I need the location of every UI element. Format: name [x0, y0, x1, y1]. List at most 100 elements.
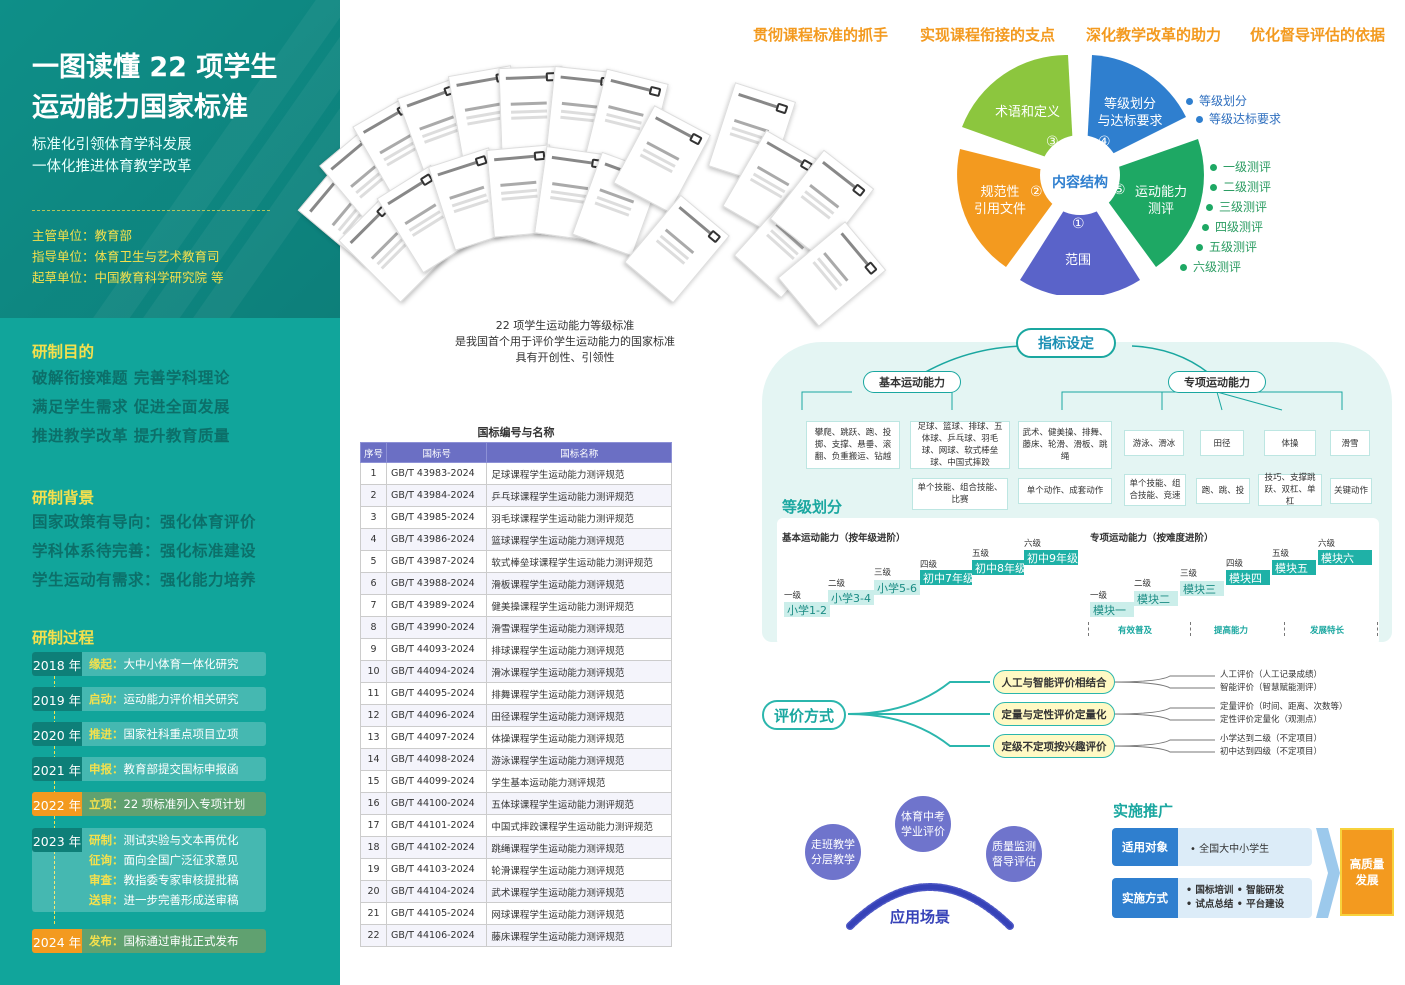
- standard-name: 跳绳课程学生运动能力测评规范: [486, 836, 672, 859]
- indicator-sub-box: 单个技能、组合技能、竞速: [1124, 474, 1186, 506]
- standard-code: GB/T 43987-2024: [385, 550, 488, 573]
- org-guide: 指导单位：体育卫生与艺术教育司: [32, 249, 220, 264]
- standard-name: 游泳课程学生运动能力测评规范: [486, 748, 672, 771]
- pie-center: [1040, 135, 1120, 215]
- purpose-list: 破解衔接难题 完善学科理论 满足学生需求 促进全面发展 推进教学改革 提升教育质…: [32, 369, 230, 445]
- indicator-box: 田径: [1200, 430, 1244, 456]
- row-index: 5: [360, 550, 387, 573]
- implementation-arrow: [1316, 828, 1340, 918]
- pie-num-3: ③: [1046, 134, 1059, 150]
- row-index: 3: [360, 506, 387, 529]
- row-index: 17: [360, 814, 387, 837]
- standard-name: 排舞课程学生运动能力测评规范: [486, 682, 672, 705]
- evaluation-notes-3: 小学达到二级（不定项目）初中达到四级（不定项目）: [1220, 734, 1323, 757]
- phase-label: 提高能力: [1214, 626, 1249, 636]
- indicator-box: 游泳、滑冰: [1124, 430, 1184, 456]
- standard-code: GB/T 44102-2024: [385, 836, 488, 859]
- row-index: 8: [360, 616, 387, 639]
- pie-label-levels: 等级划分 与达标要求: [1097, 97, 1163, 129]
- standard-code: GB/T 43988-2024: [385, 572, 488, 595]
- standard-code: GB/T 44094-2024: [385, 660, 488, 683]
- row-index: 7: [360, 594, 387, 617]
- row-index: 1: [360, 462, 387, 485]
- col-header: 序号: [360, 442, 387, 463]
- standard-code: GB/T 44095-2024: [385, 682, 488, 705]
- testing-sublist: 一级测评 二级测评 三级测评 四级测评 五级测评 六级测评: [1180, 157, 1271, 277]
- subtitle-line1: 标准化引领体育学科发展: [32, 137, 192, 153]
- scenario-title: 应用场景: [890, 908, 951, 926]
- pie-label-references: 规范性 引用文件: [973, 185, 1026, 217]
- indicator-title: 指标设定: [1016, 328, 1116, 358]
- row-index: 19: [360, 858, 387, 881]
- evaluation-method-2: 定量与定性评价定量化: [993, 702, 1115, 726]
- special-level-4: 四级: [1226, 559, 1244, 569]
- phase-bracket: [1088, 622, 1378, 636]
- row-index: 2: [360, 484, 387, 507]
- special-step-2: 模块二: [1134, 591, 1178, 606]
- standard-code: GB/T 44093-2024: [385, 638, 488, 661]
- phase-divider: [1284, 622, 1285, 636]
- phase-divider: [1190, 622, 1191, 636]
- standard-code: GB/T 43990-2024: [385, 616, 488, 639]
- standard-code: GB/T 44104-2024: [385, 880, 488, 903]
- special-level-6: 六级: [1318, 539, 1336, 549]
- standard-name: 乒乓球课程学生运动能力测评规范: [486, 484, 672, 507]
- standard-name: 滑板课程学生运动能力测评规范: [486, 572, 672, 595]
- divider: [32, 210, 270, 211]
- scenario-3: 质量监测 督导评估: [986, 826, 1042, 882]
- basic-levels-title: 基本运动能力（按年级进阶）: [782, 533, 906, 544]
- table-title: 国标编号与名称: [477, 426, 555, 439]
- pie-slice-terms: [962, 55, 1074, 167]
- standard-name: 五体球课程学生运动能力测评规范: [486, 792, 672, 815]
- basic-ability-pill: 基本运动能力: [863, 371, 961, 393]
- pie-num-2: ②: [1030, 184, 1043, 200]
- special-step-6: 模块六: [1318, 550, 1372, 565]
- purpose-title-4: 优化督导评估的依据: [1250, 26, 1386, 44]
- special-level-3: 三级: [1180, 569, 1198, 579]
- indicator-sub-box: 技巧、支撑跳跃、双杠、单杠: [1258, 473, 1322, 507]
- target-label: 适用对象: [1112, 828, 1178, 866]
- special-level-2: 二级: [1134, 579, 1152, 589]
- org-drafter: 起草单位：中国教育科学研究院 等: [32, 270, 224, 285]
- timeline-2018: 2018 年缘起：大中小体育一体化研究: [32, 652, 266, 676]
- standard-code: GB/T 43986-2024: [385, 528, 488, 551]
- standard-code: GB/T 43989-2024: [385, 594, 488, 617]
- standard-name: 藤床课程学生运动能力测评规范: [486, 924, 672, 947]
- standard-code: GB/T 44106-2024: [385, 924, 488, 947]
- evaluation-notes-2: 定量评价（时间、距离、次数等）定性评价定量化（观测点）: [1220, 702, 1348, 725]
- standard-name: 网球课程学生运动能力测评规范: [486, 902, 672, 925]
- row-index: 14: [360, 748, 387, 771]
- purpose-title-3: 深化教学改革的助力: [1086, 26, 1222, 44]
- indicator-sub-box: 关键动作: [1330, 478, 1372, 504]
- timeline-2020: 2020 年推进：国家社科重点项目立项: [32, 722, 266, 746]
- standard-name: 滑冰课程学生运动能力测评规范: [486, 660, 672, 683]
- left-panel: 一图读懂 22 项学生 运动能力国家标准 标准化引领体育学科发展 一体化推进体育…: [0, 0, 340, 985]
- standard-name: 中国式摔跤课程学生运动能力测评规范: [486, 814, 672, 837]
- basic-level-6: 六级: [1024, 539, 1042, 549]
- standards-document-fan-right: [707, 70, 887, 330]
- method-label: 实施方式: [1112, 878, 1178, 918]
- special-step-3: 模块三: [1180, 581, 1224, 596]
- levels-title: 等级划分: [782, 498, 843, 516]
- pie-center-label: 内容结构: [1052, 175, 1108, 191]
- phase-label: 有效普及: [1118, 626, 1153, 636]
- phase-label: 发展特长: [1310, 626, 1345, 636]
- scenario-arc: [846, 883, 1014, 930]
- page-title-line1: 一图读懂 22 项学生: [32, 52, 278, 83]
- standard-name: 滑雪课程学生运动能力测评规范: [486, 616, 672, 639]
- col-header: 国标号: [385, 442, 488, 463]
- standard-code: GB/T 44098-2024: [385, 748, 488, 771]
- content-structure-pie: [957, 55, 1204, 295]
- evaluation-connectors: [847, 675, 1215, 753]
- row-index: 10: [360, 660, 387, 683]
- fan-caption: 22 项学生运动能力等级标准 是我国首个用于评价学生运动能力的国家标准 具有开创…: [455, 319, 675, 364]
- background-list: 国家政策有导向：强化体育评价 学科体系待完善：强化标准建设 学生运动有需求：强化…: [32, 513, 257, 589]
- table-header-row: 序号 国标号 国标名称: [360, 442, 672, 463]
